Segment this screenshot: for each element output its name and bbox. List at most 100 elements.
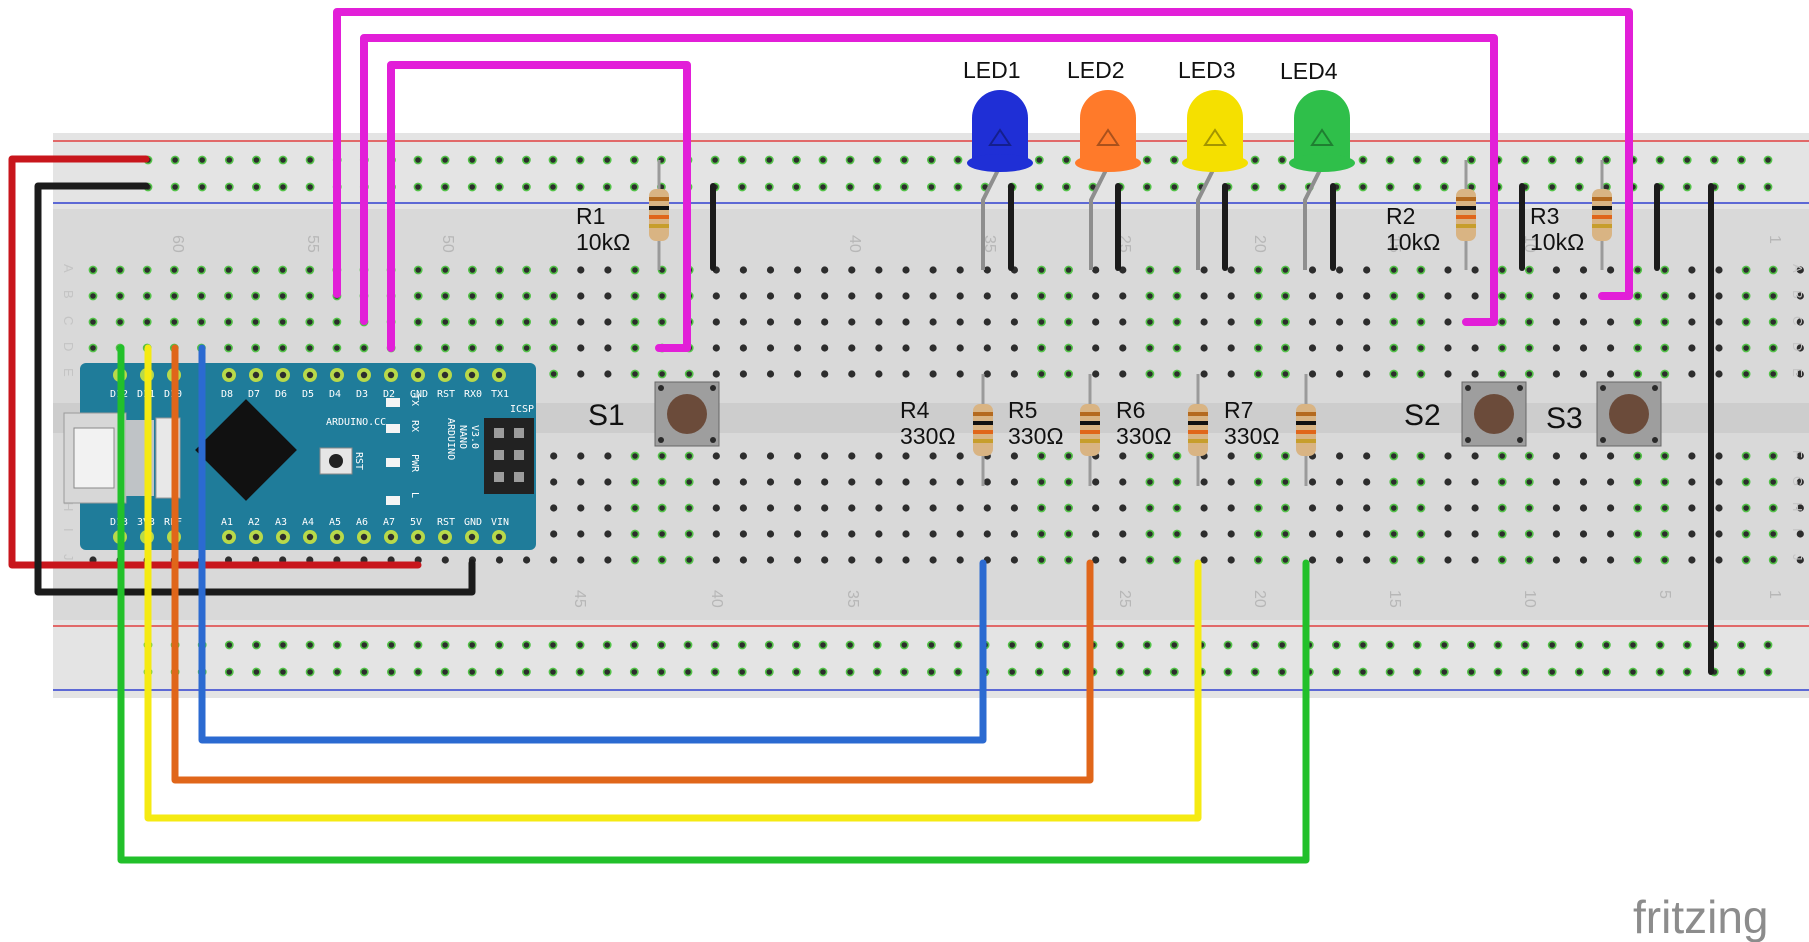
arduino-pin-hole — [495, 533, 503, 541]
breadboard-hole — [739, 370, 748, 378]
rail-hole — [1062, 640, 1071, 650]
breadboard-hole — [630, 343, 640, 353]
rail-hole — [927, 155, 936, 165]
breadboard-hole — [1715, 292, 1723, 300]
breadboard-hole — [712, 504, 720, 512]
breadboard-hole — [712, 556, 720, 564]
breadboard-hole — [359, 343, 369, 353]
breadboard-hole — [441, 556, 449, 564]
breadboard-hole — [1119, 344, 1127, 352]
arduino-status-led — [386, 424, 400, 433]
breadboard-hole — [1227, 370, 1235, 378]
rail-hole — [1034, 640, 1044, 650]
pushbuttons — [654, 381, 1662, 447]
rail-hole — [845, 640, 855, 650]
rail-hole — [818, 155, 828, 165]
breadboard-hole — [983, 530, 991, 538]
breadboard-hole — [1037, 529, 1046, 539]
rail-hole — [413, 182, 423, 192]
breadboard-hole — [1688, 530, 1696, 538]
breadboard-hole — [712, 370, 720, 378]
breadboard-hole — [983, 504, 991, 512]
breadboard-hole — [1524, 317, 1534, 327]
breadboard-hole — [1768, 503, 1778, 513]
breadboard-hole — [278, 317, 288, 327]
breadboard-hole — [495, 343, 504, 353]
breadboard-hole — [1741, 291, 1751, 301]
resistor-r5-band — [1080, 430, 1100, 434]
breadboard-hole — [1552, 266, 1560, 274]
rail-hole — [1439, 667, 1449, 677]
breadboard-hole — [1172, 477, 1182, 487]
breadboard-hole — [577, 478, 585, 486]
r3-value: 10kΩ — [1530, 229, 1584, 255]
rail-hole — [1547, 182, 1557, 192]
breadboard-hole — [630, 477, 640, 487]
breadboard-hole — [1741, 529, 1751, 539]
rail-hole — [737, 640, 747, 650]
breadboard-hole — [88, 291, 98, 301]
breadboard-hole — [1768, 317, 1778, 327]
breadboard-hole — [1444, 344, 1452, 352]
column-number: 35 — [844, 590, 861, 608]
rail-hole — [332, 640, 342, 650]
breadboard-hole — [1607, 344, 1615, 352]
breadboard-hole — [1227, 318, 1235, 326]
rail-hole — [1602, 640, 1611, 650]
row-letter: A — [1790, 264, 1805, 273]
breadboard-hole — [739, 452, 748, 460]
rail-hole — [359, 640, 369, 650]
rail-hole — [1169, 182, 1179, 192]
icsp-header — [484, 418, 534, 494]
rail-hole — [1520, 640, 1530, 650]
breadboard-hole — [684, 555, 694, 565]
breadboard-hole — [440, 343, 450, 353]
rail-hole — [1737, 640, 1746, 650]
column-number: 40 — [846, 235, 863, 253]
breadboard-hole — [413, 265, 423, 275]
breadboard-hole — [251, 291, 260, 301]
breadboard-hole — [495, 556, 504, 564]
breadboard-hole — [956, 370, 964, 378]
rail-hole — [1628, 640, 1638, 650]
breadboard-hole — [1172, 529, 1182, 539]
rail-hole — [1467, 155, 1476, 165]
breadboard-hole — [929, 266, 937, 274]
r6-value: 330Ω — [1116, 423, 1172, 449]
breadboard-hole — [577, 318, 585, 326]
breadboard-hole — [604, 452, 612, 460]
led2-label: LED2 — [1067, 57, 1125, 83]
rail-hole — [1385, 182, 1395, 192]
breadboard-hole — [1471, 344, 1479, 352]
breadboard-hole — [1471, 530, 1479, 538]
s1-label: S1 — [588, 399, 625, 432]
rail-hole — [629, 640, 639, 650]
arduino-pin-label: D5 — [302, 389, 314, 400]
usb-connector-inner — [73, 427, 115, 489]
row-letter: J — [61, 554, 76, 561]
breadboard-hole — [1119, 504, 1127, 512]
resistor-r4-band — [973, 439, 993, 443]
arduino-pcb — [80, 363, 536, 550]
breadboard-hole — [1688, 370, 1696, 378]
breadboard-hole — [196, 317, 206, 327]
breadboard-hole — [902, 370, 910, 378]
breadboard-hole — [1200, 292, 1208, 300]
arduino-brand: ARDUINO.CC — [326, 417, 386, 428]
bottom-power-rail — [53, 620, 1809, 698]
breadboard-hole — [522, 317, 531, 327]
resistor-r3-band — [1592, 197, 1612, 201]
rail-hole — [818, 182, 828, 192]
breadboard-hole — [1579, 556, 1588, 564]
arduino-model-line-1: ARDUINO — [445, 418, 456, 460]
breadboard-hole — [875, 478, 883, 486]
rail-hole — [737, 155, 747, 165]
breadboard-hole — [495, 291, 504, 301]
breadboard-hole — [549, 343, 559, 353]
breadboard-hole — [1796, 344, 1804, 352]
arduino-pin-label: RX0 — [464, 389, 482, 400]
breadboard-hole — [902, 478, 910, 486]
breadboard-hole — [1715, 266, 1723, 274]
rail-hole — [683, 640, 693, 650]
